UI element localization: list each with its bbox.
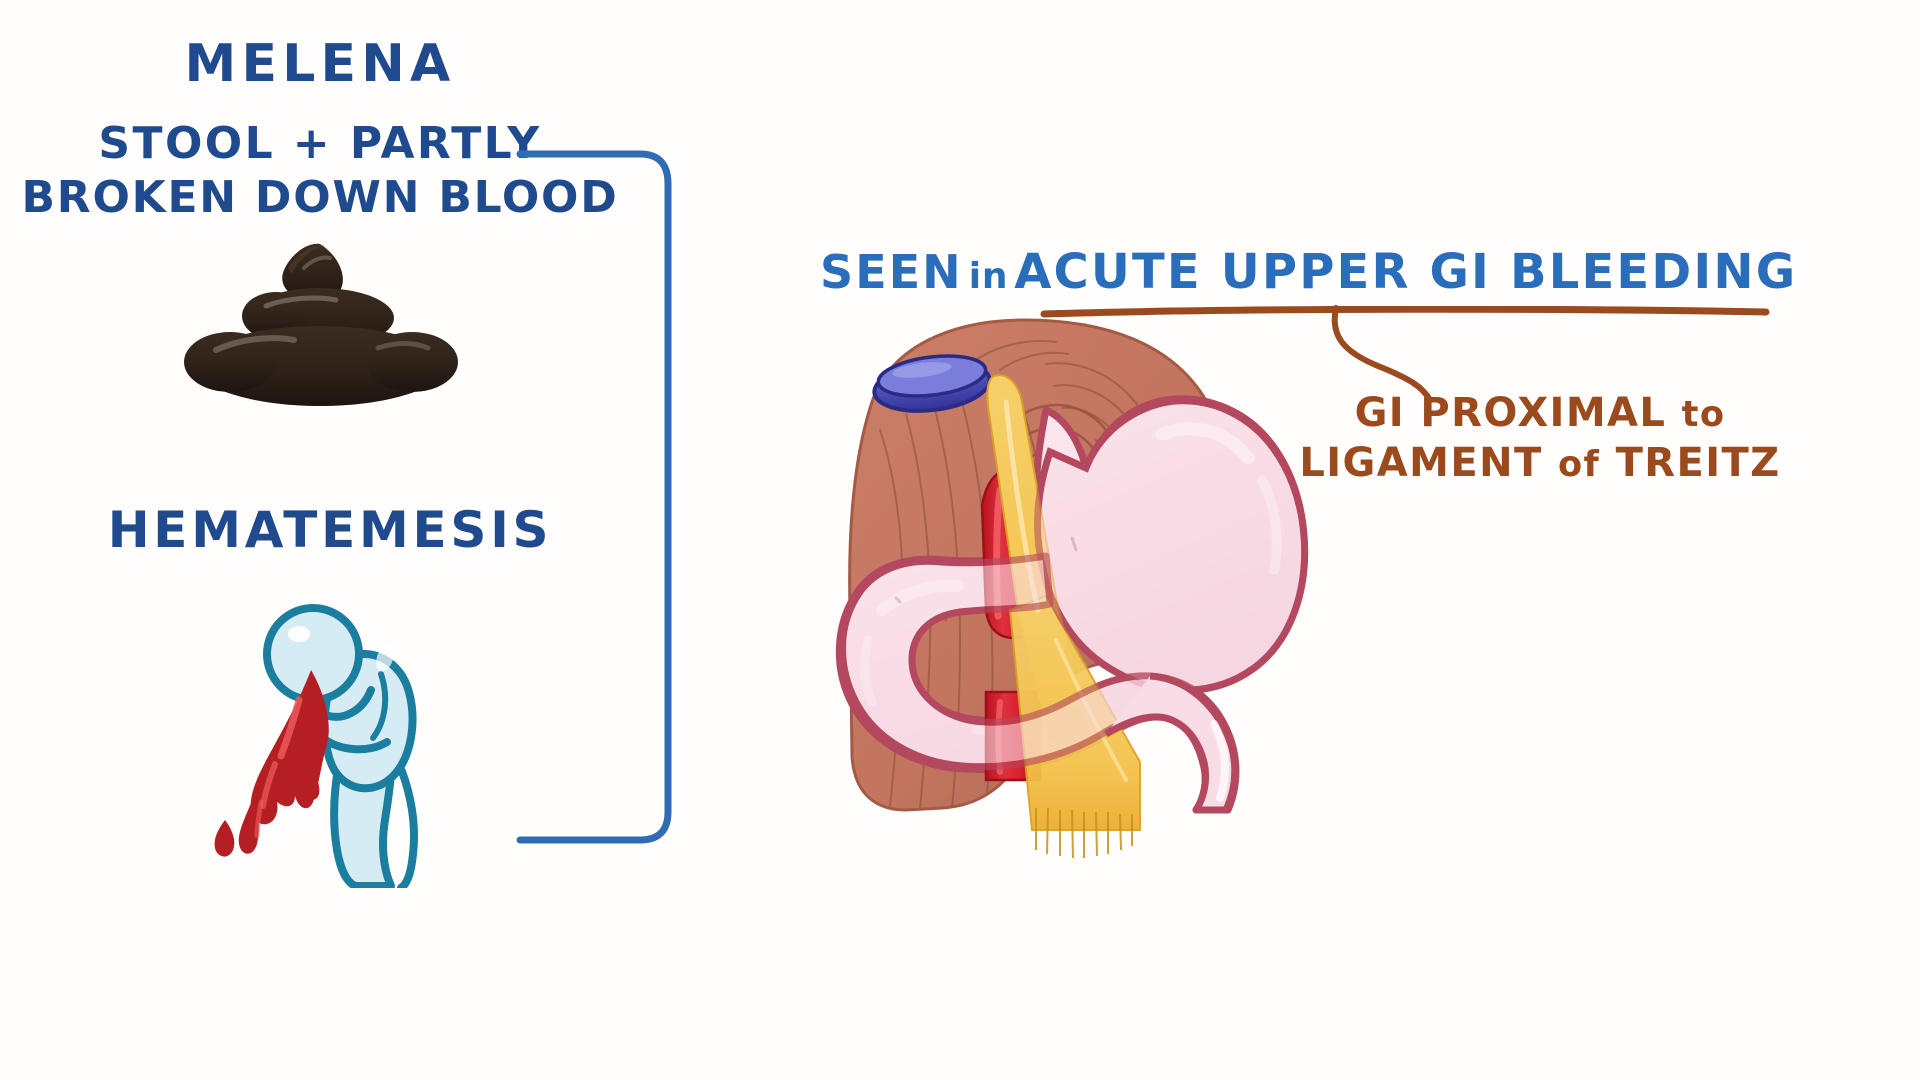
treitz-note-treitz: TREITZ xyxy=(1615,440,1781,486)
treitz-note-line-1-to: to xyxy=(1681,394,1726,435)
treitz-note-line-1-main: GI PROXIMAL xyxy=(1354,390,1667,436)
in-word: in xyxy=(968,256,1009,297)
seen-word: SEEN xyxy=(820,245,963,299)
hematemesis-title: HEMATEMESIS xyxy=(107,501,553,559)
treitz-note-of: of xyxy=(1557,444,1601,485)
bracket-connector xyxy=(516,150,672,844)
headline-underline xyxy=(1040,306,1770,318)
treitz-note-line-1: GI PROXIMAL to xyxy=(1270,393,1810,433)
treitz-callout-hook xyxy=(1331,305,1433,403)
acute-upper-gi-bleeding-emphasis: ACUTE UPPER GI BLEEDING xyxy=(1014,244,1798,300)
vomiting-person-icon xyxy=(214,604,419,888)
blood-stream xyxy=(214,670,329,857)
melena-subtitle-line-2: BROKEN DOWN BLOOD xyxy=(21,172,619,223)
melena-title: MELENA xyxy=(184,34,456,94)
treitz-note-line-2: LIGAMENT of TREITZ xyxy=(1240,443,1840,483)
stomach-diaphragm-illustration xyxy=(835,318,1309,859)
treitz-note-ligament: LIGAMENT xyxy=(1299,440,1543,486)
hiatus-opening xyxy=(872,354,992,413)
melena-subtitle-line-1: STOOL + PARTLY xyxy=(98,118,542,169)
stool-icon xyxy=(184,243,458,406)
duodenum xyxy=(1104,672,1239,814)
